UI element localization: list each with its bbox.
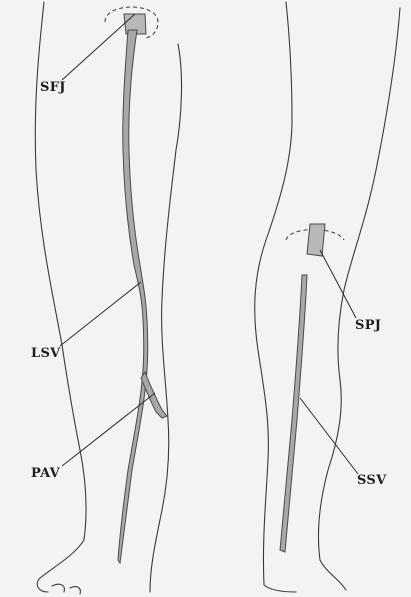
spj-label: SPJ: [355, 318, 381, 333]
ssv-label: SSV: [357, 473, 386, 488]
sfj-label: SFJ: [40, 80, 66, 95]
popliteal-vein-stub: [307, 224, 325, 256]
pav-label: PAV: [31, 466, 60, 481]
lsv-label: LSV: [31, 346, 61, 361]
